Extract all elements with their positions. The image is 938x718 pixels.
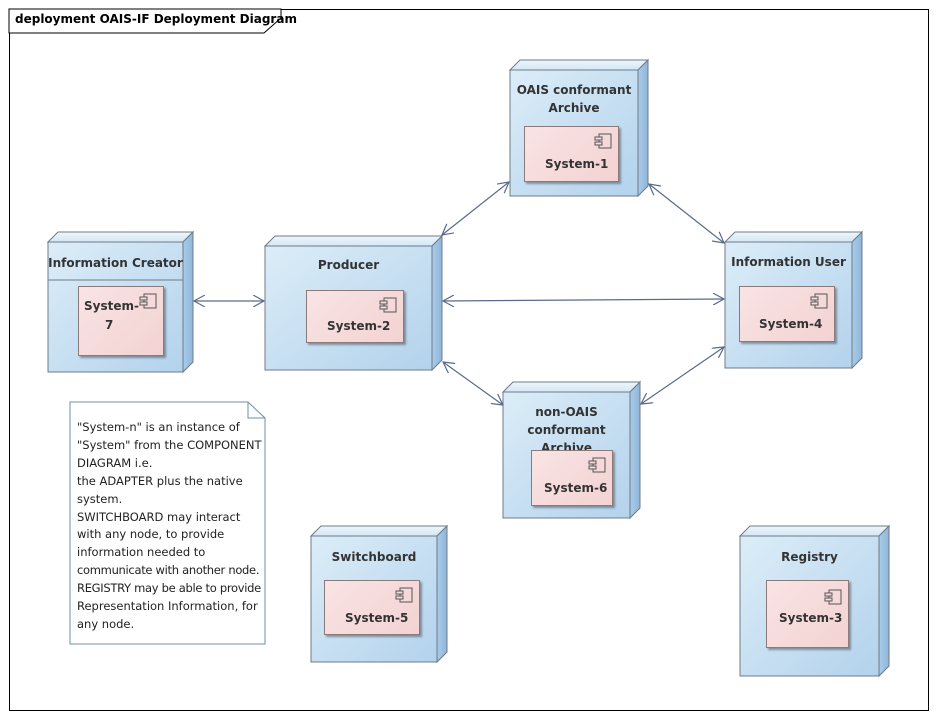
note-line: information needed to: [77, 545, 206, 560]
note-line: "System" from the COMPONENT: [77, 437, 262, 452]
note-line: communicate with another node.: [77, 563, 260, 578]
component-system-5[interactable]: System-5: [324, 580, 420, 635]
node-producer-content: Producer System-2: [265, 246, 432, 370]
note-line: SWITCHBOARD may interact: [77, 509, 241, 524]
note-line: "System-n" is an instance of: [77, 420, 240, 434]
node-title: non-OAIS: [535, 405, 598, 419]
note-text: "System-n" is an instance of "System" fr…: [77, 419, 262, 634]
component-label: System-5: [345, 611, 409, 625]
component-icon: [810, 293, 828, 309]
node-non-oais-archive-content: non-OAIS conformant Archive System-6: [503, 392, 630, 518]
connector-oais-user[interactable]: [649, 184, 724, 243]
node-registry-content: Registry System-3: [740, 536, 879, 676]
component-system-6[interactable]: System-6: [531, 450, 613, 506]
connector-producer-user[interactable]: [443, 299, 724, 301]
node-switchboard-content: Switchboard System-5: [311, 536, 437, 662]
node-information-creator-content: Information Creator System- 7: [48, 242, 183, 372]
component-system-3[interactable]: System-3: [766, 580, 849, 648]
note-line: system.: [77, 491, 123, 506]
frame-title: deployment OAIS-IF Deployment Diagram: [15, 12, 297, 26]
note-line: any node.: [77, 616, 135, 631]
component-label: System-4: [759, 317, 823, 331]
node-title: Registry: [781, 550, 838, 564]
node-title: Information Creator: [48, 256, 183, 270]
note: [69, 401, 266, 645]
note-line: Representation Information, for: [77, 599, 258, 614]
node-title: OAIS conformant: [516, 83, 632, 97]
component-label: 7: [105, 318, 114, 332]
note-line: REGISTRY may be able to provide: [77, 581, 261, 596]
component-label: System-2: [327, 319, 391, 333]
component-icon: [379, 297, 397, 313]
component-icon: [594, 133, 612, 149]
node-oais-archive-content: OAIS conformant Archive System-1: [510, 70, 638, 196]
component-system-1[interactable]: System-1: [524, 126, 619, 182]
component-system-7[interactable]: System- 7: [78, 286, 164, 356]
note-line: DIAGRAM i.e.: [77, 455, 153, 470]
note-line: the ADAPTER plus the native: [77, 473, 243, 488]
node-information-user-content: Information User System-4: [725, 242, 852, 368]
frame-title-tab: [8, 8, 282, 34]
component-icon: [139, 293, 157, 309]
component-icon: [588, 457, 606, 473]
component-label: System-6: [544, 481, 608, 495]
connector-nonoais-user[interactable]: [641, 347, 724, 404]
component-icon: [395, 587, 413, 603]
node-title: Information User: [731, 255, 846, 269]
component-system-4[interactable]: System-4: [739, 286, 835, 342]
component-icon: [824, 589, 842, 605]
node-title: Switchboard: [331, 550, 417, 564]
connector-producer-nonoais[interactable]: [443, 362, 503, 405]
connector-producer-oais[interactable]: [442, 182, 509, 235]
component-label: System-: [84, 299, 139, 313]
node-title: Archive: [548, 101, 600, 115]
note-line: with any node, to provide: [77, 527, 225, 542]
node-title: Producer: [317, 258, 380, 272]
component-label: System-3: [779, 611, 843, 625]
node-producer[interactable]: [263, 234, 444, 372]
component-system-2[interactable]: System-2: [306, 290, 404, 343]
component-label: System-1: [545, 157, 609, 171]
